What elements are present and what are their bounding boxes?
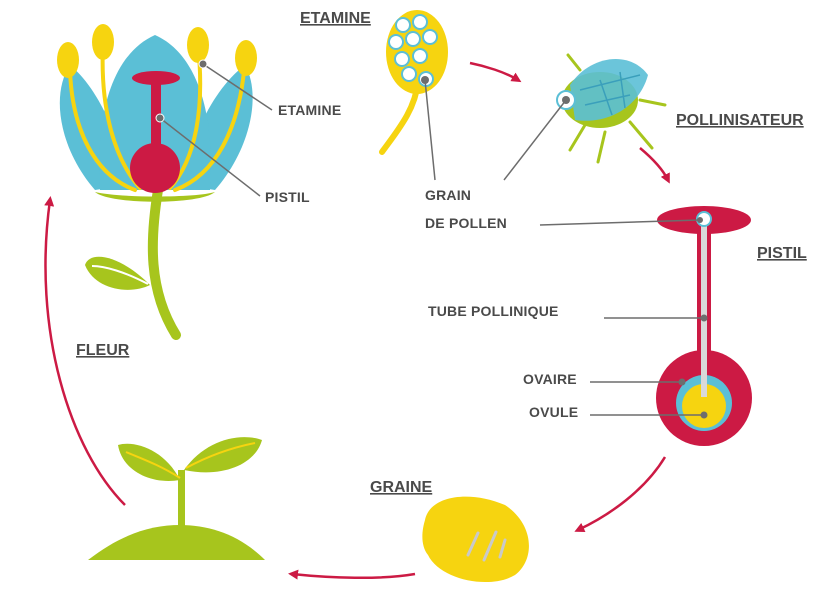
arrow-graine-to-seedling [292, 574, 415, 578]
title-graine: GRAINE [370, 479, 433, 496]
anther [235, 40, 257, 76]
arrow-pistil-to-graine [578, 457, 665, 530]
seedling-illustration [88, 437, 265, 560]
pollen-tube [701, 222, 707, 397]
flower-leaf [85, 257, 150, 290]
anther [92, 24, 114, 60]
title-pistil: PISTIL [757, 245, 807, 262]
pollinator-insect-illustration [504, 55, 665, 180]
anther [57, 42, 79, 78]
arrow-pollinisateur-to-pistil [640, 148, 668, 180]
title-fleur: FLEUR [76, 342, 130, 359]
soil-mound [88, 525, 265, 560]
seed-illustration [422, 497, 529, 582]
label-grain-de-pollen-line1: GRAIN [425, 187, 471, 203]
flower-illustration [57, 24, 272, 335]
title-pollinisateur: POLLINISATEUR [676, 112, 804, 129]
flower-stem [153, 190, 176, 335]
label-pistil-flower: PISTIL [265, 189, 310, 205]
title-etamine: ETAMINE [300, 10, 371, 27]
stamen-illustration [382, 10, 448, 152]
label-ovule: OVULE [529, 404, 578, 420]
arrow-etamine-to-pollinisateur [470, 63, 518, 80]
flower-ovary [130, 143, 180, 193]
label-ovaire: OVAIRE [523, 371, 577, 387]
label-tube-pollinique: TUBE POLLINIQUE [428, 303, 559, 319]
label-grain-de-pollen-line2: DE POLLEN [425, 215, 507, 231]
anther [187, 27, 209, 63]
seedling-leaf-right [184, 437, 262, 472]
label-etamine-flower: ETAMINE [278, 102, 341, 118]
